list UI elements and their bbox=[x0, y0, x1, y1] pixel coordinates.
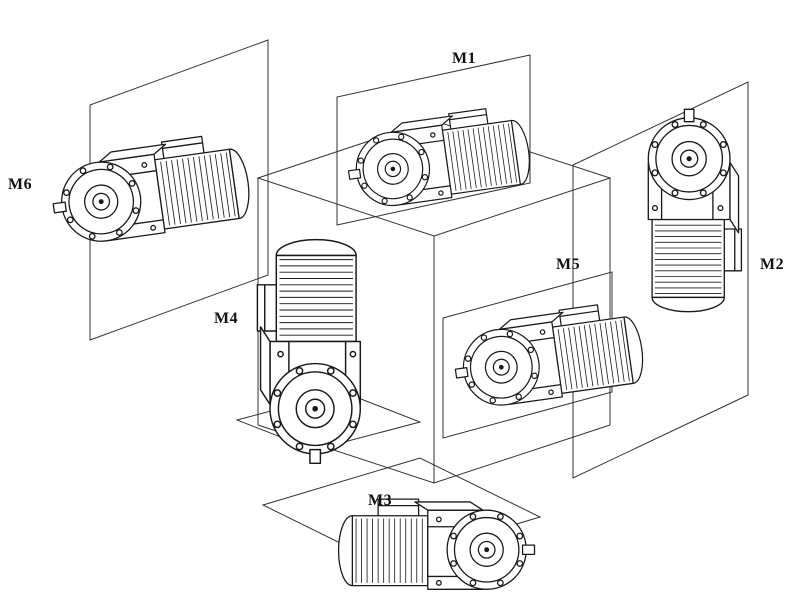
mounting-plane-m5 bbox=[442, 271, 613, 439]
label-m4: M4 bbox=[214, 310, 239, 327]
gearmotor-m3 bbox=[337, 498, 536, 590]
mounting-plane-m1 bbox=[336, 54, 531, 226]
gearmotor-m2 bbox=[647, 108, 743, 313]
label-m5: M5 bbox=[556, 256, 581, 273]
label-m6: M6 bbox=[8, 176, 33, 193]
label-m3: M3 bbox=[368, 492, 393, 509]
mounting-plane-m6 bbox=[89, 39, 269, 341]
gearmotor-m5 bbox=[448, 298, 648, 412]
gearmotor-m6 bbox=[46, 130, 255, 249]
label-m2: M2 bbox=[760, 256, 785, 273]
gearmotor-m1 bbox=[342, 102, 535, 212]
label-m1: M1 bbox=[452, 50, 477, 67]
